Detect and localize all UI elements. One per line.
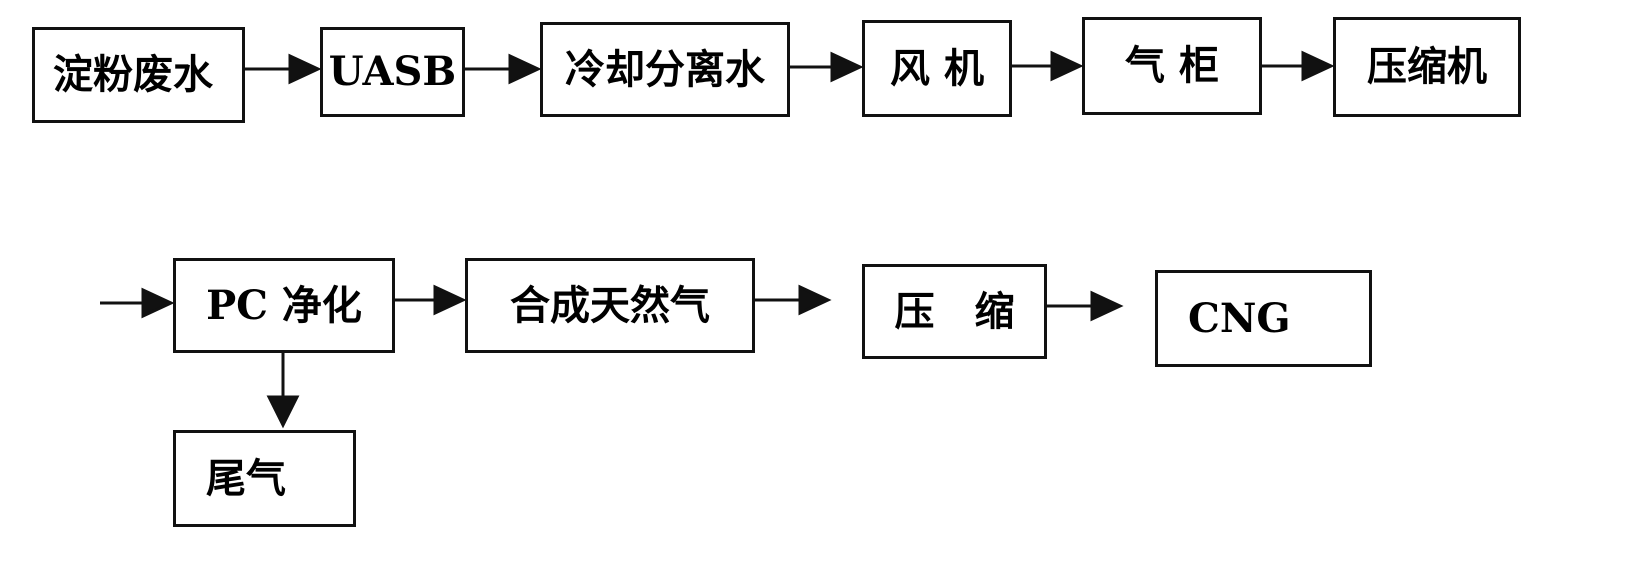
node-synthetic-natural-gas: 合成天然气 — [465, 258, 755, 353]
node-cng: CNG — [1155, 270, 1372, 367]
node-pc-purification: PC 净化 — [173, 258, 395, 353]
node-blower: 风 机 — [862, 20, 1012, 117]
arrowhead — [1301, 50, 1335, 82]
node-label: 淀粉废水 — [53, 51, 213, 98]
node-label: UASB — [328, 48, 457, 95]
arrowhead — [433, 284, 467, 316]
arrowhead — [830, 51, 864, 83]
arrowhead — [798, 284, 832, 316]
node-label: PC 净化 — [206, 281, 362, 329]
node-compressor: 压缩机 — [1333, 17, 1521, 117]
node-starch-wastewater: 淀粉废水 — [32, 27, 245, 123]
node-label: 压 缩 — [894, 287, 1015, 335]
node-label: 尾气 — [206, 454, 286, 502]
node-label: 风 机 — [890, 44, 984, 92]
arrowhead — [1090, 290, 1124, 322]
node-compression: 压 缩 — [862, 264, 1047, 359]
node-label: 冷却分离水 — [565, 45, 765, 93]
node-label: 合成天然气 — [510, 281, 710, 329]
arrowhead — [508, 53, 542, 85]
arrowhead — [141, 287, 175, 319]
arrowhead — [266, 395, 300, 429]
arrowhead — [1050, 50, 1084, 82]
node-cooling-separation: 冷却分离水 — [540, 22, 790, 117]
node-tail-gas: 尾气 — [173, 430, 356, 527]
node-label: 气 柜 — [1125, 42, 1219, 89]
node-uasb: UASB — [320, 27, 465, 117]
arrowhead — [288, 53, 322, 85]
node-label: CNG — [1188, 294, 1291, 342]
node-label: 压缩机 — [1367, 43, 1487, 90]
